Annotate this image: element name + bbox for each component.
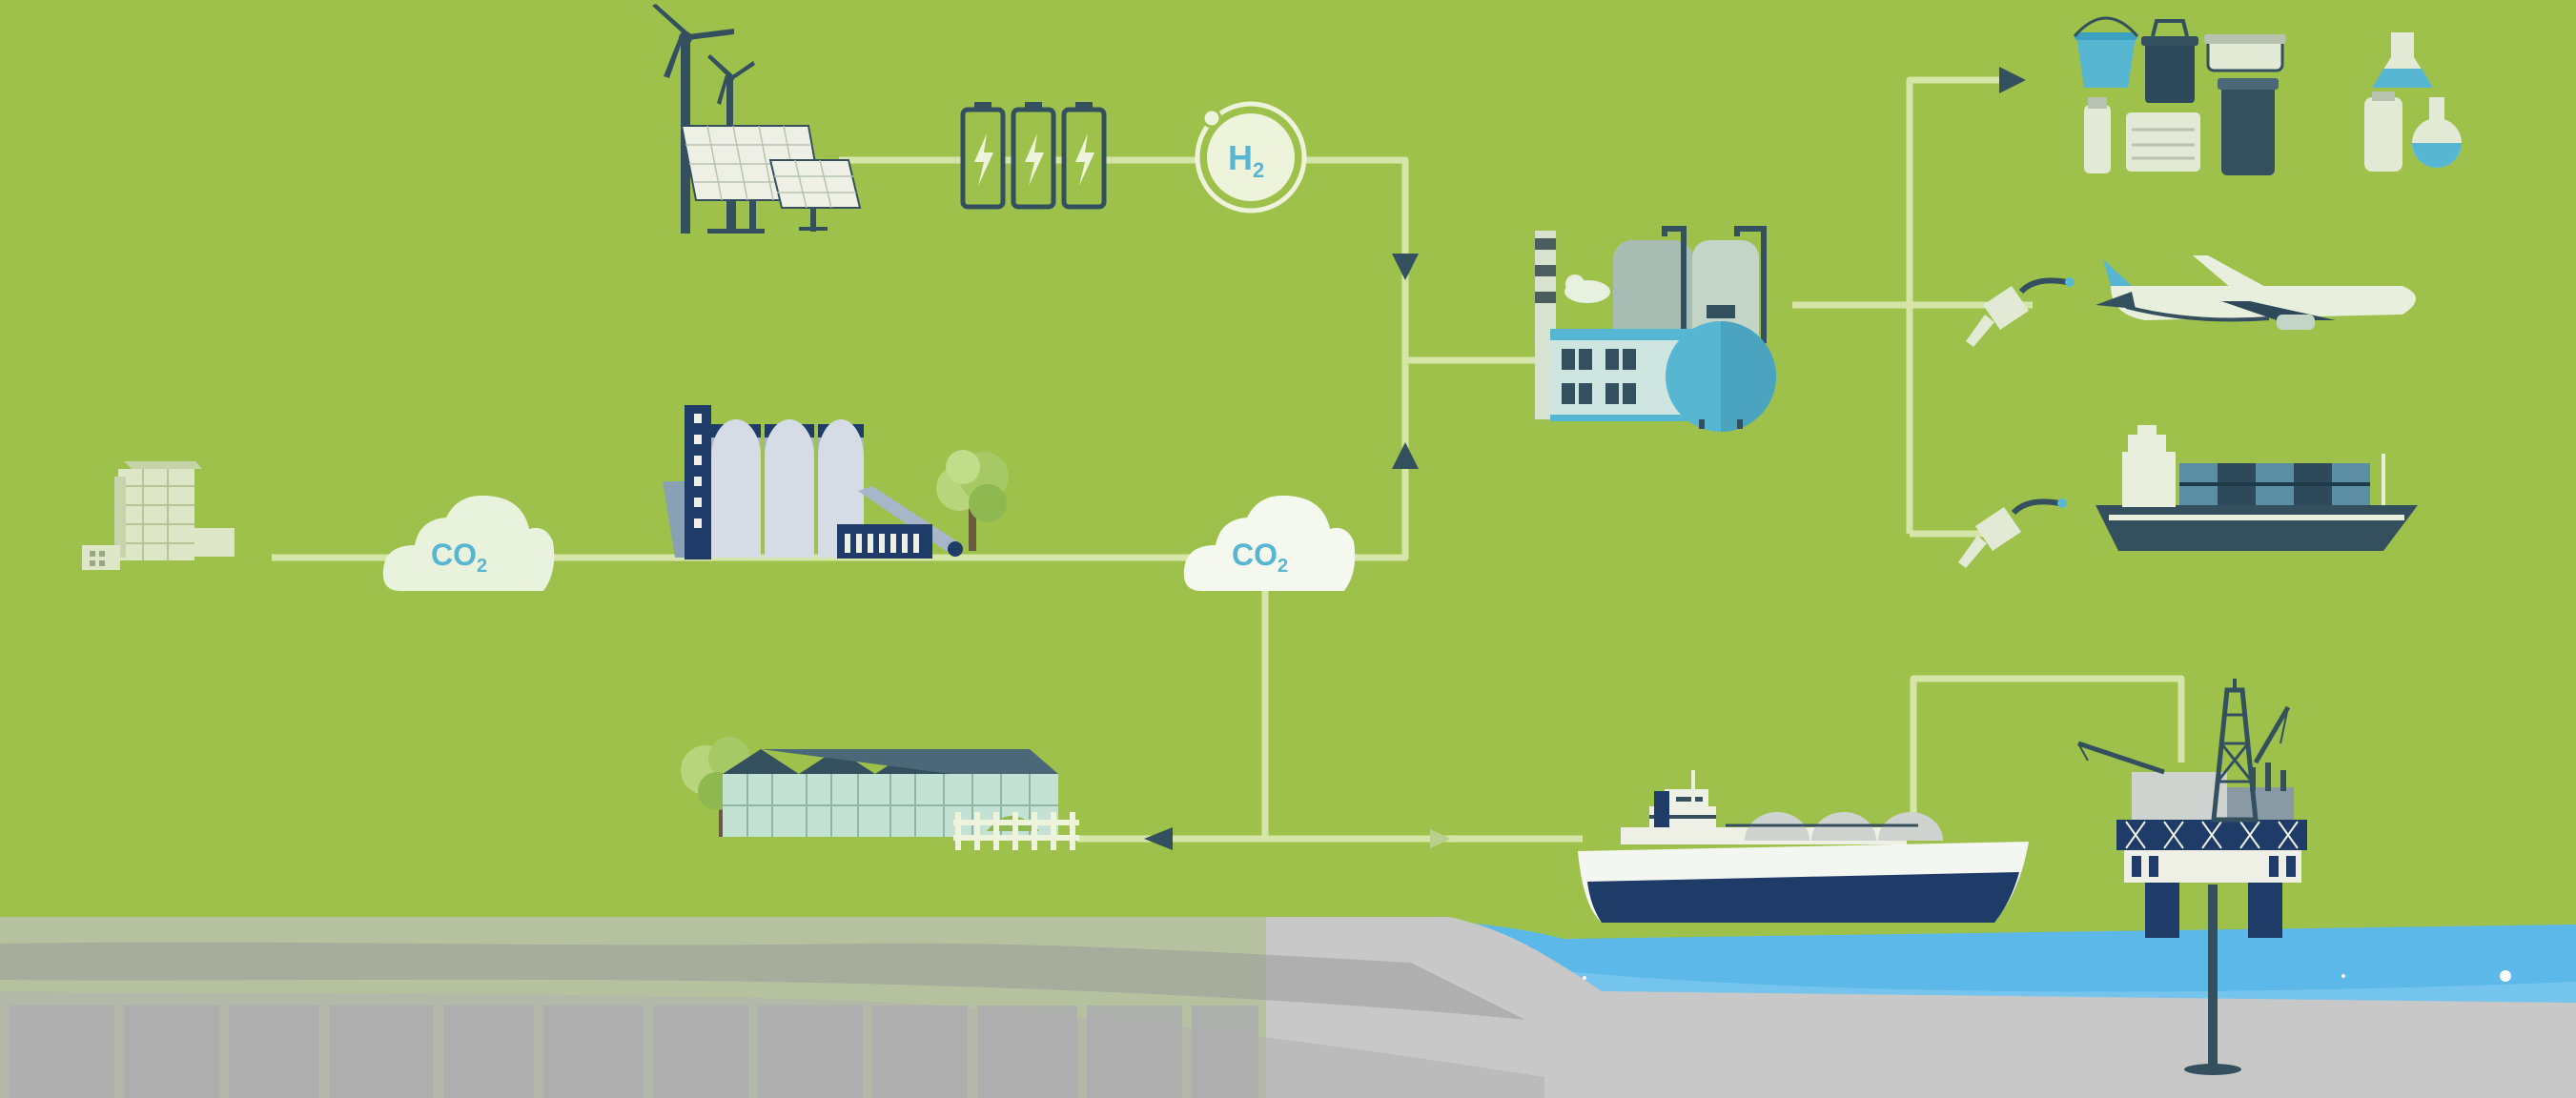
solar-panel-icon bbox=[680, 125, 862, 234]
arrow-right-faint-icon bbox=[1430, 829, 1451, 848]
lab-flask-icon bbox=[2364, 32, 2462, 172]
arrow-right-icon bbox=[1999, 67, 2026, 93]
ground-layer bbox=[0, 917, 2576, 1098]
hydrogen-icon: H2 bbox=[1195, 101, 1307, 214]
cement-plant-icon bbox=[663, 405, 963, 559]
fuel-nozzle-icon bbox=[1958, 277, 2075, 568]
arrow-up-icon bbox=[1392, 442, 1419, 469]
line-co2-main bbox=[272, 360, 1409, 561]
refinery-icon bbox=[1535, 226, 1776, 432]
co2-cloud-right: CO2 bbox=[1183, 495, 1356, 591]
plastic-products-icon bbox=[2073, 16, 2286, 175]
lng-carrier-icon bbox=[1578, 770, 2029, 923]
hydrogen-label: H2 bbox=[1228, 138, 1264, 182]
co2-label: CO2 bbox=[1232, 538, 1288, 577]
offshore-platform-icon bbox=[2077, 679, 2307, 1075]
connection-lines bbox=[272, 76, 2185, 843]
arrow-down-icon bbox=[1392, 254, 1419, 280]
container-ship-icon bbox=[2096, 425, 2418, 551]
line-lng-to-platform bbox=[1910, 675, 2185, 839]
battery-icon bbox=[960, 102, 1107, 210]
line-products-branch bbox=[1906, 76, 2012, 534]
strata-band-1 bbox=[0, 942, 1525, 1020]
sea-sparkles bbox=[1583, 970, 2511, 982]
line-hydrogen-down bbox=[1304, 156, 1540, 364]
tree-icon bbox=[936, 450, 1009, 551]
flow-arrows bbox=[1144, 67, 2026, 850]
airplane-icon bbox=[2096, 255, 2416, 330]
arrow-left-icon bbox=[1144, 827, 1173, 850]
concrete-blocks-icon bbox=[82, 461, 235, 570]
rock-columns bbox=[10, 1006, 1258, 1098]
co2-label: CO2 bbox=[431, 538, 487, 577]
co2-cloud-left: CO2 bbox=[382, 495, 555, 591]
greenhouse-icon bbox=[723, 749, 1079, 850]
